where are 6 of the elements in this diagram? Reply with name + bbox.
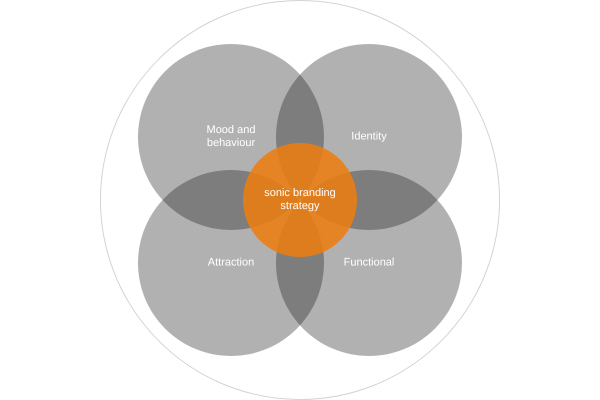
circle-label: Identity xyxy=(351,130,387,144)
circle-label: Mood and behaviour xyxy=(206,124,256,150)
circle-label: Attraction xyxy=(208,256,254,270)
circle-label: Functional xyxy=(344,256,394,270)
circle-label: sonic branding strategy xyxy=(263,187,337,213)
outer-circle xyxy=(100,0,500,400)
